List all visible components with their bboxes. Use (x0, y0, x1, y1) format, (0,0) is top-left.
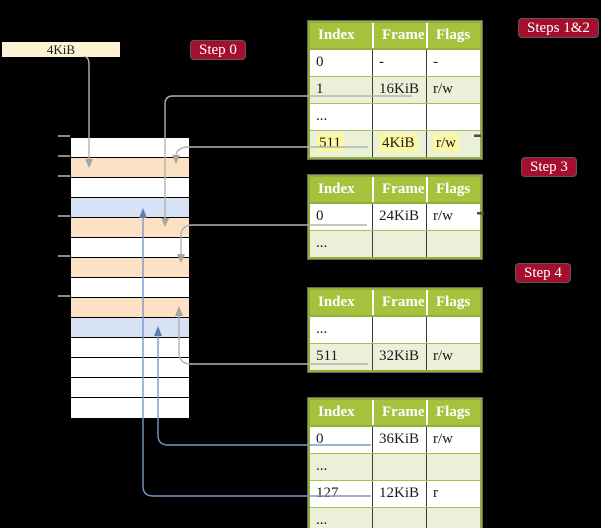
memory-row-white (71, 278, 189, 298)
memory-row-white (71, 178, 189, 198)
table-cell: - (426, 50, 480, 76)
physical-memory-column (70, 137, 190, 418)
memory-row-orange (71, 218, 189, 238)
highlighted-value: r/w (433, 134, 459, 152)
table-cell: ... (316, 512, 328, 528)
step4-label: Step 4 (516, 264, 570, 282)
table-cell: 36KiB (372, 427, 426, 453)
memory-row-blue (71, 198, 189, 218)
table-cell: - (372, 50, 426, 76)
header-cell: Flags (426, 400, 480, 425)
table-cell: 0 (316, 208, 324, 224)
header-cell: Index (318, 294, 355, 310)
table-cell: 0 (316, 54, 324, 70)
table-cell: 4KiB (372, 131, 426, 157)
table-cell: 32KiB (372, 344, 426, 370)
table-cell (426, 104, 480, 130)
header-cell: Flags (426, 177, 480, 202)
table-cell (372, 317, 426, 343)
table-cell: r (426, 481, 480, 507)
memory-row-orange (71, 298, 189, 318)
address-tick (58, 255, 70, 257)
steps-1-2-label: Steps 1&2 (519, 19, 598, 37)
table-cell (426, 231, 480, 257)
table-cell: ... (316, 235, 328, 251)
memory-row-white (71, 358, 189, 378)
table-cell: r/w (426, 344, 480, 370)
table-cell: r/w (426, 427, 480, 453)
header-cell: Frame (372, 290, 426, 315)
memory-row-orange (71, 158, 189, 178)
highlighted-value: 4KiB (379, 134, 418, 152)
table-cell: r/w (426, 77, 480, 103)
table-row: ... (310, 104, 480, 131)
address-tick (58, 135, 70, 137)
memory-row-blue (71, 318, 189, 338)
header-cell: Frame (372, 177, 426, 202)
memory-row-orange (71, 258, 189, 278)
table-cell (372, 231, 426, 257)
table-row: ... (310, 317, 480, 344)
header-cell: Flags (426, 290, 480, 315)
memory-row-white (71, 138, 189, 158)
table-cell: r/w (426, 131, 480, 157)
table-row: ... (310, 454, 480, 481)
table-cell: 127 (316, 485, 339, 501)
table-cell: 12KiB (372, 481, 426, 507)
address-tick (58, 295, 70, 297)
table-cell (372, 454, 426, 480)
frame-size-box: 4KiB (2, 42, 120, 57)
table-cell: 511 (316, 348, 338, 364)
table-cell (426, 317, 480, 343)
header-cell: Index (318, 404, 355, 420)
header-cell: Flags (426, 23, 480, 48)
memory-row-white (71, 398, 189, 418)
highlighted-value: 511 (316, 134, 344, 152)
step3-label: Step 3 (522, 158, 576, 176)
table-row: 511 4KiB r/w (310, 131, 480, 157)
table-cell: 16KiB (372, 77, 426, 103)
table-row: ... (310, 508, 480, 528)
header-cell: Index (318, 181, 355, 197)
table-cell: ... (316, 458, 328, 474)
table-cell: r/w (426, 204, 480, 230)
table-row: ... (310, 231, 480, 257)
table-cell: ... (316, 108, 328, 124)
step0-label: Step 0 (191, 41, 245, 59)
table-cell (426, 454, 480, 480)
table-cell (372, 104, 426, 130)
header-cell: Frame (372, 400, 426, 425)
table-cell (372, 508, 426, 528)
address-tick (58, 215, 70, 217)
memory-row-white (71, 338, 189, 358)
address-tick (58, 175, 70, 177)
table-cell: ... (316, 321, 328, 337)
header-cell: Index (318, 27, 355, 43)
table-row: 0 -- (310, 50, 480, 77)
table-cell: 511 (310, 131, 372, 157)
table-cell: 24KiB (372, 204, 426, 230)
table-cell: 1 (316, 81, 324, 97)
memory-row-white (71, 378, 189, 398)
table-cell (426, 508, 480, 528)
header-cell: Frame (372, 23, 426, 48)
address-tick (58, 155, 70, 157)
memory-row-white (71, 238, 189, 258)
table-cell: 0 (316, 431, 324, 447)
